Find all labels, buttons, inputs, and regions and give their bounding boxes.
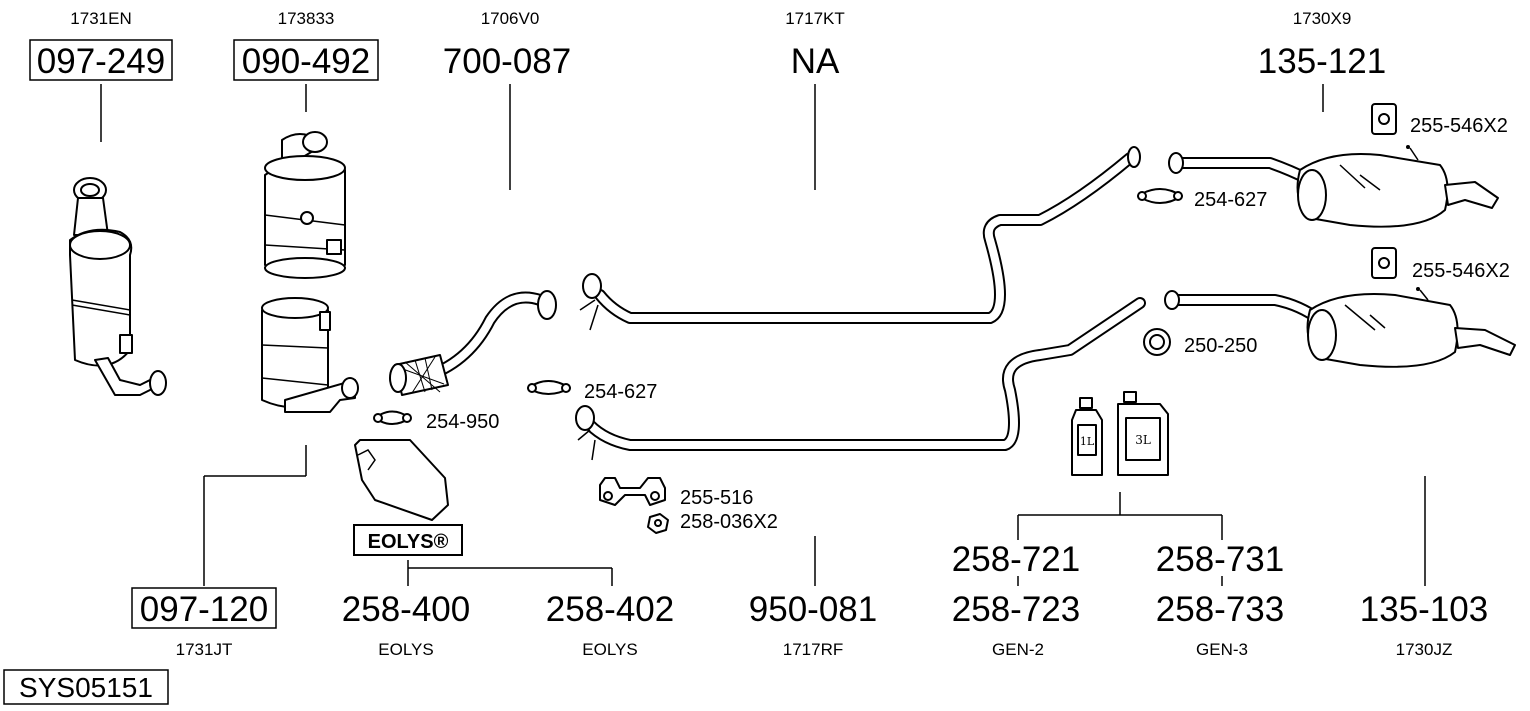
eolys-logo: EOLYS® bbox=[368, 531, 449, 553]
part-number-258-733[interactable]: 258-733 bbox=[1156, 590, 1284, 629]
front-pipe-700-087[interactable] bbox=[389, 290, 557, 396]
code-1730jz: 1730JZ bbox=[1396, 640, 1453, 659]
hanger-255-546-mid[interactable] bbox=[1371, 247, 1397, 279]
part-number-097-120[interactable]: 097-120 bbox=[140, 590, 268, 629]
part-number-na[interactable]: NA bbox=[791, 42, 840, 81]
system-id-box bbox=[3, 669, 169, 705]
fitting-label-255-546-top: 255-546X2 bbox=[1410, 115, 1508, 137]
code-1706v0: 1706V0 bbox=[481, 9, 540, 28]
part-number-090-492[interactable]: 090-492 bbox=[242, 42, 370, 81]
part-number-258-402[interactable]: 258-402 bbox=[546, 590, 674, 629]
eolys-logo-box bbox=[353, 524, 463, 556]
hanger-255-546-top[interactable] bbox=[1371, 103, 1397, 135]
code-1717rf: 1717RF bbox=[783, 640, 843, 659]
code-eolys-2: EOLYS bbox=[582, 640, 637, 659]
fitting-label-258-036: 258-036X2 bbox=[680, 511, 778, 533]
nut-258-036[interactable] bbox=[647, 513, 669, 534]
part-number-258-731[interactable]: 258-731 bbox=[1156, 540, 1284, 579]
part-number-950-081[interactable]: 950-081 bbox=[749, 590, 877, 629]
bracket-255-516[interactable] bbox=[599, 477, 666, 506]
code-gen-2: GEN-2 bbox=[992, 640, 1044, 659]
code-1717kt: 1717KT bbox=[785, 9, 845, 28]
fitting-label-255-516: 255-516 bbox=[680, 487, 753, 509]
fitting-label-254-950: 254-950 bbox=[426, 411, 499, 433]
code-173833: 173833 bbox=[278, 9, 335, 28]
part-number-135-121[interactable]: 135-121 bbox=[1258, 42, 1386, 81]
system-id: SYS05151 bbox=[19, 672, 153, 703]
part-number-258-400[interactable]: 258-400 bbox=[342, 590, 470, 629]
part-number-box-097-120 bbox=[131, 587, 277, 629]
canister-label-3l: 3L bbox=[1135, 433, 1151, 447]
part-number-097-249[interactable]: 097-249 bbox=[37, 42, 165, 81]
part-number-258-721[interactable]: 258-721 bbox=[952, 540, 1080, 579]
part-number-258-723[interactable]: 258-723 bbox=[952, 590, 1080, 629]
particulate-filter-097-120[interactable] bbox=[261, 297, 359, 413]
clamp-254-950[interactable] bbox=[373, 410, 412, 425]
code-eolys-1: EOLYS bbox=[378, 640, 433, 659]
clamp-254-627-mid[interactable] bbox=[527, 380, 571, 395]
clamp-254-627-top[interactable] bbox=[1137, 188, 1183, 204]
fluid-canister-3l[interactable] bbox=[1117, 391, 1169, 476]
code-gen-3: GEN-3 bbox=[1196, 640, 1248, 659]
fitting-label-250-250: 250-250 bbox=[1184, 335, 1257, 357]
bottle-label-1l: 1L bbox=[1080, 435, 1095, 448]
rear-muffler-135-103[interactable] bbox=[1164, 287, 1516, 368]
part-number-box-090-492 bbox=[233, 39, 379, 81]
fitting-label-255-546-mid: 255-546X2 bbox=[1412, 260, 1510, 282]
intermediate-pipe-na[interactable] bbox=[579, 146, 1141, 331]
code-1730x9: 1730X9 bbox=[1293, 9, 1352, 28]
clamp-250-250[interactable] bbox=[1143, 328, 1171, 356]
part-number-700-087[interactable]: 700-087 bbox=[443, 42, 571, 81]
fitting-label-254-627-mid: 254-627 bbox=[584, 381, 657, 403]
fluid-bottle-1l[interactable] bbox=[1071, 397, 1103, 476]
eolys-bag[interactable] bbox=[354, 439, 449, 521]
rear-muffler-135-121[interactable] bbox=[1168, 145, 1499, 228]
part-number-box-097-249 bbox=[29, 39, 173, 81]
code-1731en: 1731EN bbox=[70, 9, 131, 28]
code-1731jt: 1731JT bbox=[176, 640, 233, 659]
part-number-135-103[interactable]: 135-103 bbox=[1360, 590, 1488, 629]
intermediate-pipe-950-081[interactable] bbox=[575, 297, 1146, 461]
particulate-filter-090-492[interactable] bbox=[264, 131, 346, 279]
catalytic-converter-097-249[interactable] bbox=[69, 177, 167, 396]
fitting-label-254-627-top: 254-627 bbox=[1194, 189, 1267, 211]
